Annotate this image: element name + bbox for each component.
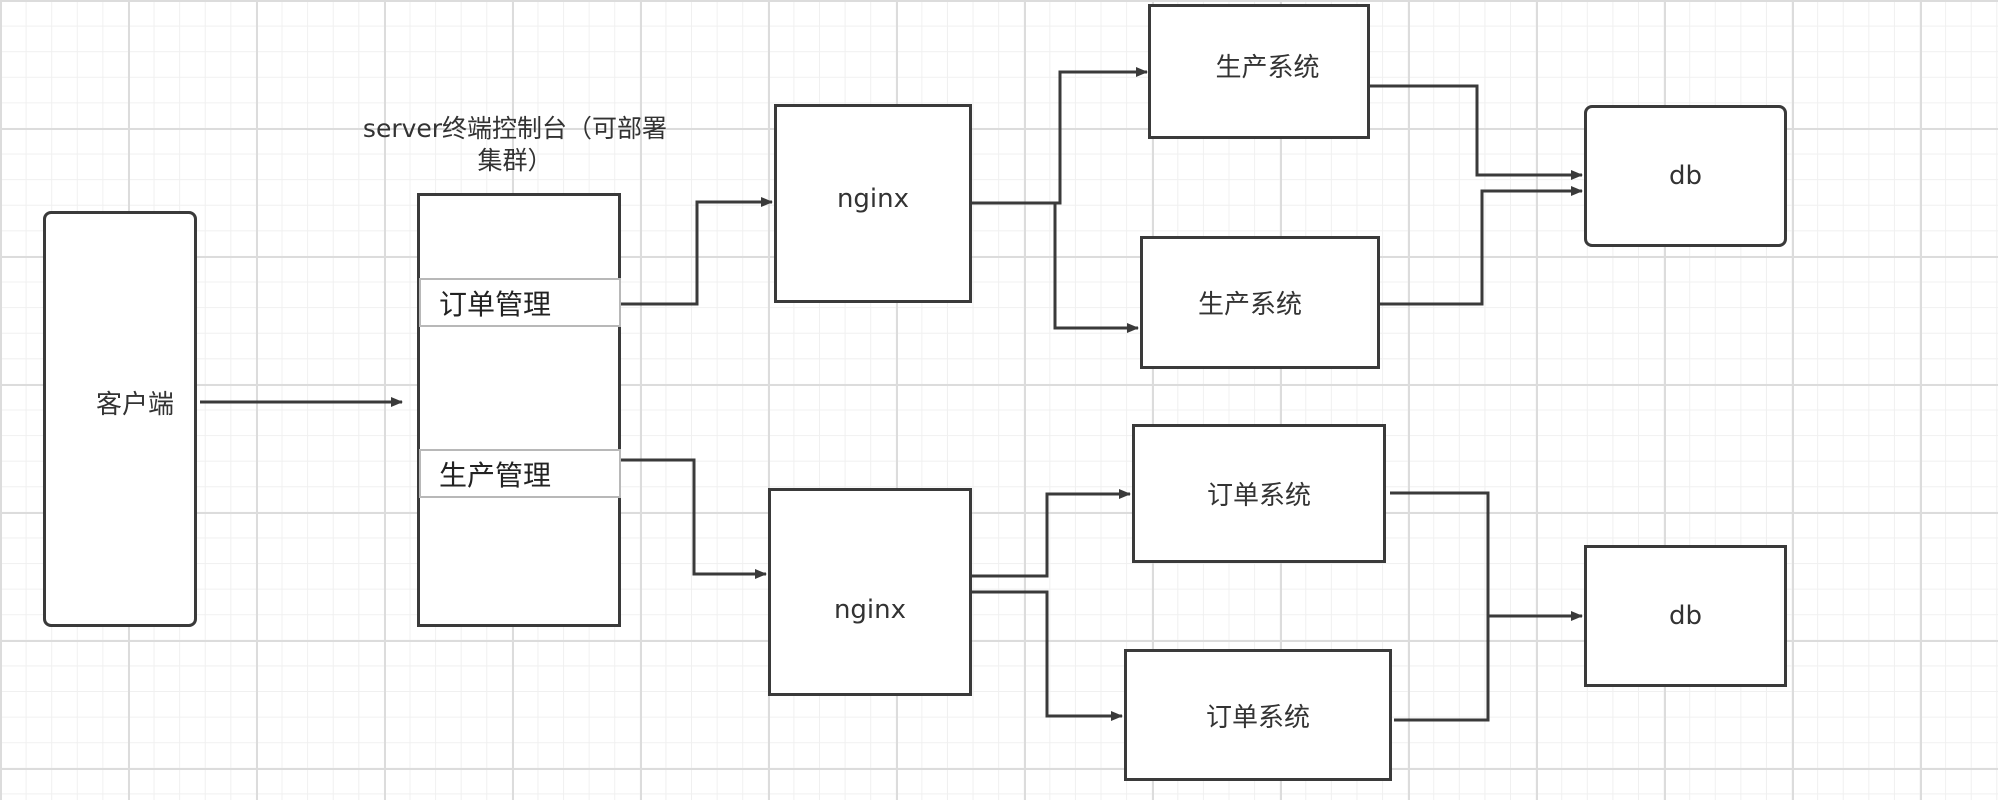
db-upper-label: db [1668,161,1702,191]
db-upper-box[interactable] [1584,105,1787,247]
arrow-order-mgmt-to-nginx-upper [620,197,773,306]
server-caption-line-1: server终端控制台（可部署 [362,114,668,143]
arrow-nginx-lower-to-system-1 [962,489,1131,578]
server-caption: server终端控制台（可部署 集群） [350,113,680,177]
arrow-nginx-lower-to-system-2 [970,590,1123,721]
arrow-system-1-to-db-upper [1368,84,1583,180]
client-label: 客户端 [95,389,174,420]
nginx-lower-box[interactable] [768,488,972,696]
system-lower-1-box[interactable] [1132,424,1386,563]
line-system-1-to-merge [1390,491,1490,616]
system-lower-2-box[interactable] [1124,649,1392,781]
arrow-nginx-upper-to-system-2 [970,201,1139,333]
system-lower-1-label: 订单系统 [1206,481,1311,511]
server-row-production-management[interactable]: 生产管理 [419,449,621,498]
db-lower-box[interactable] [1584,545,1787,687]
arrow-nginx-upper-to-system-1 [970,67,1148,205]
system-lower-2-label: 订单系统 [1205,702,1310,733]
nginx-lower-label: nginx [833,594,907,625]
client-box[interactable] [43,211,197,627]
system-upper-1-label: 生产系统 [1215,52,1320,83]
server-caption-line-2: 集群） [477,146,553,175]
system-upper-1-box[interactable] [1148,4,1370,139]
line-system-2-to-merge [1394,616,1490,722]
server-console-box[interactable] [417,193,621,627]
arrow-production-mgmt-to-nginx-lower [620,458,767,579]
db-lower-label: db [1668,601,1702,631]
nginx-upper-label: nginx [836,184,910,214]
nginx-upper-box[interactable] [774,104,972,303]
server-row-order-management[interactable]: 订单管理 [419,278,621,327]
system-upper-2-box[interactable] [1140,236,1380,369]
system-upper-2-label: 生产系统 [1197,290,1302,320]
arrow-system-2-to-db-upper [1378,186,1583,306]
